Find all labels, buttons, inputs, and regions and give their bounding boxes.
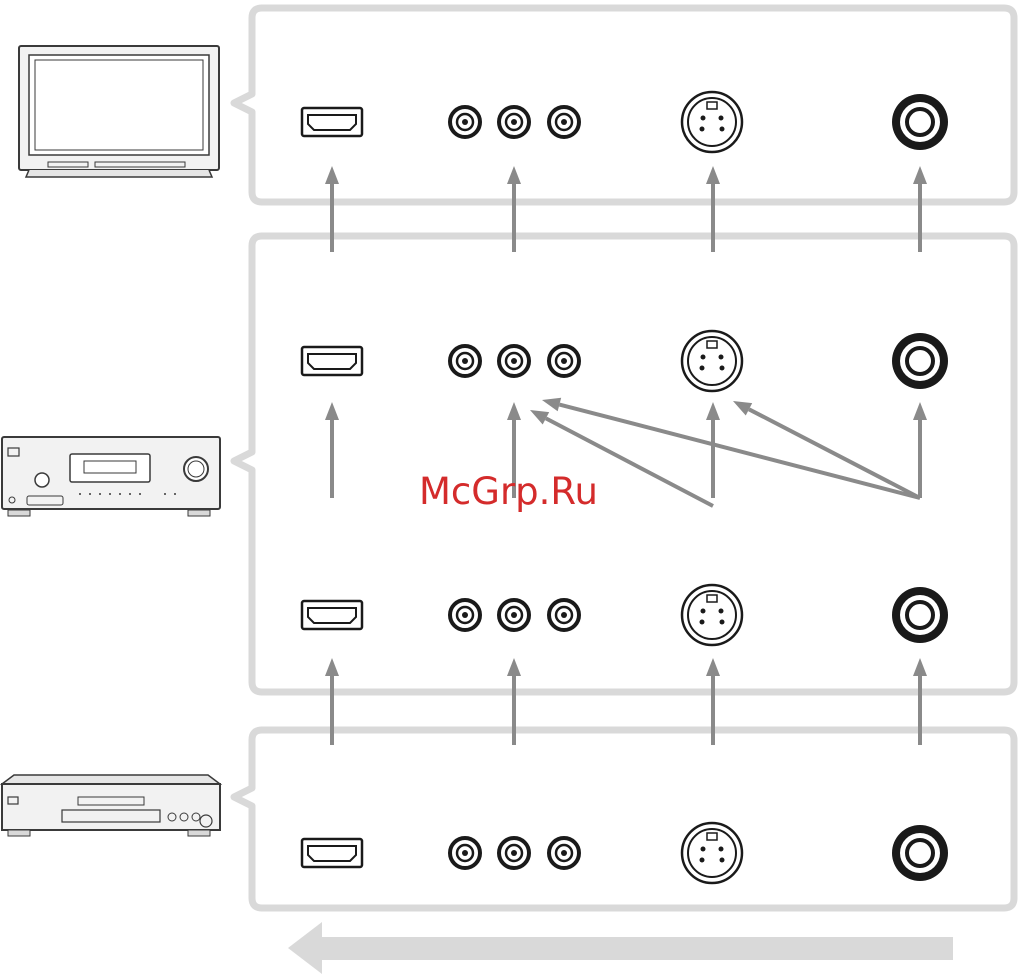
component-video-jack-icon bbox=[450, 600, 480, 630]
hdmi-port-icon bbox=[302, 347, 362, 375]
component-video-jack-icon bbox=[499, 600, 529, 630]
connector-row bbox=[302, 585, 948, 645]
dvd-player-icon bbox=[2, 775, 220, 836]
component-video-jack-icon bbox=[549, 346, 579, 376]
connector-rows bbox=[302, 92, 948, 883]
player-panel bbox=[234, 730, 1014, 908]
signal-arrow bbox=[706, 402, 720, 498]
flow-direction-arrow bbox=[288, 922, 953, 974]
signal-arrows bbox=[325, 166, 927, 745]
connector-row bbox=[302, 331, 948, 391]
component-video-jack-icon bbox=[499, 838, 529, 868]
component-video-jack-icon bbox=[450, 838, 480, 868]
composite-video-jack-icon bbox=[892, 333, 948, 389]
component-video-jack-icon bbox=[499, 107, 529, 137]
hdmi-port-icon bbox=[302, 839, 362, 867]
signal-arrow bbox=[325, 402, 339, 498]
hdmi-port-icon bbox=[302, 601, 362, 629]
connector-row bbox=[302, 92, 948, 152]
component-video-jack-icon bbox=[450, 346, 480, 376]
s-video-port-icon bbox=[682, 331, 742, 391]
component-video-jack-icon bbox=[450, 107, 480, 137]
s-video-port-icon bbox=[682, 585, 742, 645]
flat-panel-tv-icon bbox=[19, 46, 219, 177]
signal-arrow bbox=[913, 402, 927, 498]
component-video-jack-icon bbox=[549, 600, 579, 630]
composite-video-jack-icon bbox=[892, 825, 948, 881]
s-video-port-icon bbox=[682, 823, 742, 883]
watermark-text: McGrp.Ru bbox=[419, 470, 598, 513]
connector-row bbox=[302, 823, 948, 883]
s-video-port-icon bbox=[682, 92, 742, 152]
composite-video-jack-icon bbox=[892, 587, 948, 643]
av-receiver-icon bbox=[2, 437, 220, 516]
signal-arrow bbox=[733, 401, 920, 498]
hdmi-port-icon bbox=[302, 108, 362, 136]
component-video-jack-icon bbox=[549, 107, 579, 137]
component-video-jack-icon bbox=[549, 838, 579, 868]
component-video-jack-icon bbox=[499, 346, 529, 376]
composite-video-jack-icon bbox=[892, 94, 948, 150]
tv-panel bbox=[234, 8, 1014, 202]
